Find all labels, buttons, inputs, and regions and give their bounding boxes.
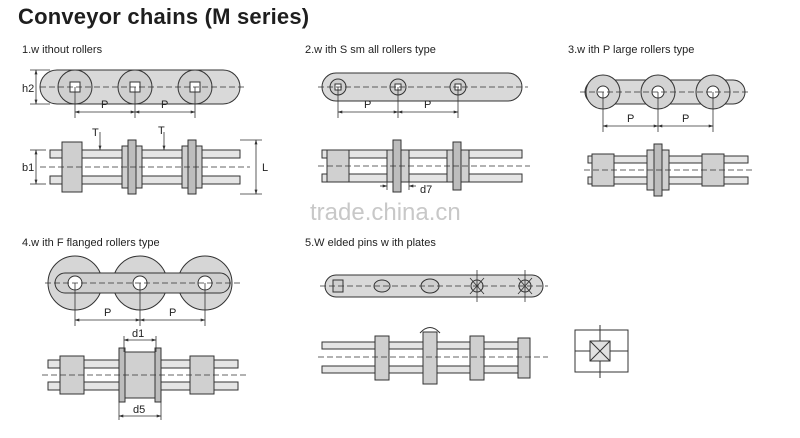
pitch-label: P: [101, 99, 108, 111]
weld-detail-view: [574, 325, 629, 378]
caption-welded-pins: 5.W elded pins w ith plates: [305, 237, 436, 249]
pitch-label: P: [364, 99, 371, 111]
h2-label: h2: [22, 83, 34, 95]
d5-label: d5: [133, 404, 145, 416]
watermark-text: trade.china.cn: [310, 199, 461, 226]
d7-label: d7: [420, 184, 432, 196]
d1-label: d1: [132, 328, 144, 340]
pitch-label: P: [627, 113, 634, 125]
caption-without-rollers: 1.w ithout rollers: [22, 44, 103, 56]
b1-label: b1: [22, 162, 34, 174]
thickness-label: T: [158, 125, 165, 137]
pitch-label: P: [169, 307, 176, 319]
pitch-label: P: [682, 113, 689, 125]
thickness-label: T: [92, 127, 99, 139]
caption-small-rollers: 2.w ith S sm all rollers type: [305, 44, 436, 56]
length-label: L: [262, 162, 268, 174]
page-title: Conveyor chains (M series): [18, 4, 310, 29]
caption-flanged-rollers: 4.w ith F flanged rollers type: [22, 237, 160, 249]
pitch-label: P: [424, 99, 431, 111]
pitch-label: P: [161, 99, 168, 111]
caption-large-rollers: 3.w ith P large rollers type: [568, 44, 695, 56]
chain-5-top-view: [321, 327, 531, 385]
pitch-label: P: [104, 307, 111, 319]
